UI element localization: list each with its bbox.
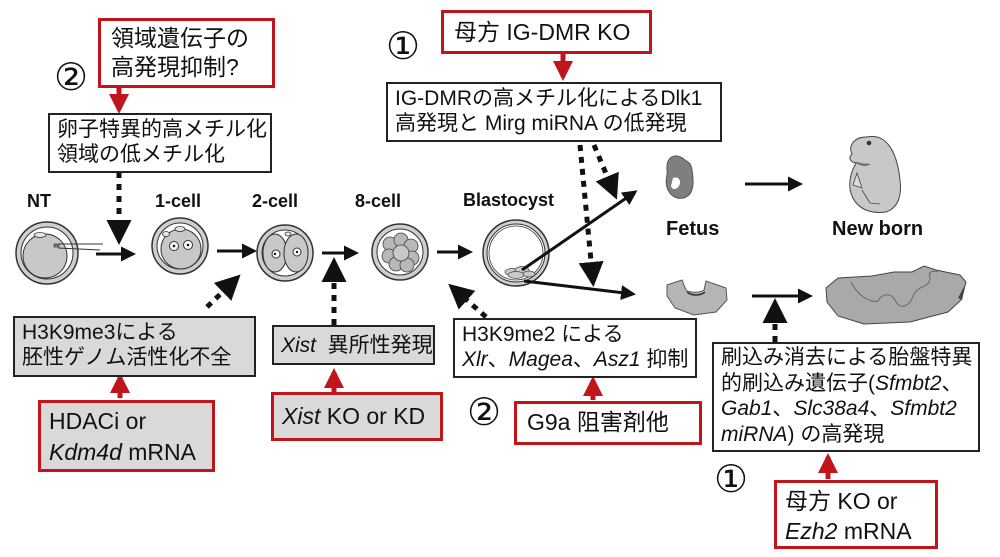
box-imprint-line3: Gab1、Slc38a4、Sfmbt2 (721, 396, 971, 422)
gene-slc38a4: Slc38a4 (793, 397, 870, 420)
box-hdaci-line1: HDACi or (49, 408, 147, 434)
gene-xist: Xist (281, 334, 317, 357)
box-imprint-line2: 的刷込み遺伝子(Sfmbt2、 (721, 371, 971, 397)
one-cell-embryo-illustration (151, 217, 209, 275)
gene-ezh2: Ezh2 (785, 518, 838, 544)
box-h3k9me2-suffix: 抑制 (640, 348, 689, 371)
two-cell-embryo-illustration (256, 224, 314, 282)
box-region-gene-suppression-line1: 領域遺伝子の (111, 25, 249, 51)
box-hdaci-line2-rest: mRNA (121, 439, 196, 465)
gene-asz1: Asz1 (593, 348, 641, 371)
box-oocyte-hypomethylation-line1: 卵子特異的高メチル化 (57, 118, 267, 141)
box-h3k9me2: H3K9me2 による Xlr、Magea、Asz1 抑制 (453, 318, 697, 378)
box-igdmr-effect-line2: 高発現と Mirg miRNA の低発現 (395, 112, 687, 135)
arrow-blastocyst-to-fetus (521, 190, 638, 272)
box-imprint-line2-prefix: 的刷込み遺伝子( (721, 371, 875, 395)
box-region-gene-suppression: 領域遺伝子の 高発現抑制? (98, 18, 275, 88)
box-imprint-line4: miRNA) の高発現 (721, 422, 971, 448)
stage-label-8cell: 8-cell (355, 191, 402, 211)
mature-placenta-illustration (825, 265, 967, 325)
box-oocyte-hypomethylation-line2: 領域の低メチル化 (57, 143, 225, 166)
box-xist-ko-kd: Xist KO or KD (271, 392, 443, 441)
box-xist-ectopic: Xist 異所性発現 (272, 325, 435, 365)
box-oocyte-hypomethylation: 卵子特異的高メチル化 領域の低メチル化 (48, 113, 272, 173)
box-maternal-ko-line2: Ezh2 mRNA (785, 516, 927, 546)
dotted-arrow-h3k9me3-to-2cell (205, 274, 241, 309)
sep-c: 、 (869, 397, 891, 420)
sep-a: 、 (941, 371, 963, 395)
nt-oocyte-illustration (15, 221, 103, 285)
box-xist-ko-rest: KO or KD (320, 403, 426, 429)
stage-label-nt: NT (27, 191, 51, 211)
box-maternal-ko-ezh2: 母方 KO or Ezh2 mRNA (774, 480, 938, 549)
marker-1-bottom: ① (714, 459, 749, 501)
gene-sfmbt2: Sfmbt2 (875, 371, 942, 395)
box-imprint-line1: 刷込み消去による胎盤特異 (721, 346, 973, 369)
sep-b: 、 (772, 397, 794, 420)
stage-label-fetus: Fetus (666, 218, 720, 240)
arrow-blastocyst-to-placenta (523, 279, 636, 301)
fetus-illustration (665, 155, 694, 199)
box-h3k9me3-line1: H3K9me3による (22, 321, 178, 344)
box-region-gene-suppression-line2: 高発現抑制? (111, 54, 239, 80)
marker-2-top: ② (54, 57, 89, 99)
box-maternal-ko-line2-rest: mRNA (837, 518, 912, 544)
box-maternal-igdmr-ko-text: 母方 IG-DMR KO (454, 19, 631, 45)
box-maternal-ko-line1: 母方 KO or (785, 488, 898, 514)
gene-xist-ko: Xist (282, 403, 321, 429)
marker-1-top: ① (386, 26, 421, 68)
newborn-illustration (849, 135, 901, 213)
gene-gab1: Gab1 (721, 397, 773, 420)
box-h3k9me3: H3K9me3による 胚性ゲノム活性化不全 (13, 316, 256, 377)
box-hdaci-line2: Kdm4d mRNA (49, 437, 204, 468)
box-imprint-erasure: 刷込み消去による胎盤特異 的刷込み遺伝子(Sfmbt2、 Gab1、Slc38a… (712, 342, 980, 452)
stage-label-2cell: 2-cell (252, 191, 299, 211)
mirna-label: miRNA (721, 422, 788, 446)
box-imprint-line4-rest: ) の高発現 (787, 422, 885, 446)
box-maternal-igdmr-ko: 母方 IG-DMR KO (441, 10, 652, 54)
box-xist-ectopic-rest: 異所性発現 (316, 334, 433, 357)
box-igdmr-effect: IG-DMRの高メチル化によるDlk1 高発現と Mirg miRNA の低発現 (386, 82, 722, 142)
dotted-arrow-igdmr-to-placenta (577, 144, 604, 287)
sep-2: 、 (572, 348, 594, 371)
dotted-arrow-h3k9me2-to-blastocyst (448, 283, 488, 319)
marker-2-bottom: ② (467, 392, 502, 434)
box-igdmr-effect-line1: IG-DMRの高メチル化によるDlk1 (395, 87, 703, 110)
box-h3k9me3-line2: 胚性ゲノム活性化不全 (22, 346, 232, 369)
stage-label-newborn: New born (832, 218, 924, 240)
gene-xlr: Xlr (462, 348, 488, 371)
box-g9a-inhibitor: G9a 阻害剤他 (514, 401, 702, 445)
early-placenta-illustration (666, 279, 728, 316)
dotted-arrow-igdmr-to-fetus (591, 144, 619, 200)
box-h3k9me2-line1: H3K9me2 による (462, 323, 624, 346)
box-g9a-text: G9a 阻害剤他 (527, 409, 669, 435)
stage-label-blastocyst: Blastocyst (463, 190, 555, 210)
sep-1: 、 (487, 348, 509, 371)
box-hdaci-kdm4d: HDACi or Kdm4d mRNA (38, 400, 215, 472)
eight-cell-embryo-illustration (371, 223, 429, 281)
gene-magea: Magea (508, 348, 573, 371)
stage-label-1cell: 1-cell (155, 191, 202, 211)
blastocyst-illustration (482, 219, 550, 287)
box-h3k9me2-line2: Xlr、Magea、Asz1 抑制 (462, 347, 688, 372)
gene-kdm4d: Kdm4d (49, 439, 122, 465)
gene-sfmbt2-mirna: Sfmbt2 (890, 397, 957, 420)
